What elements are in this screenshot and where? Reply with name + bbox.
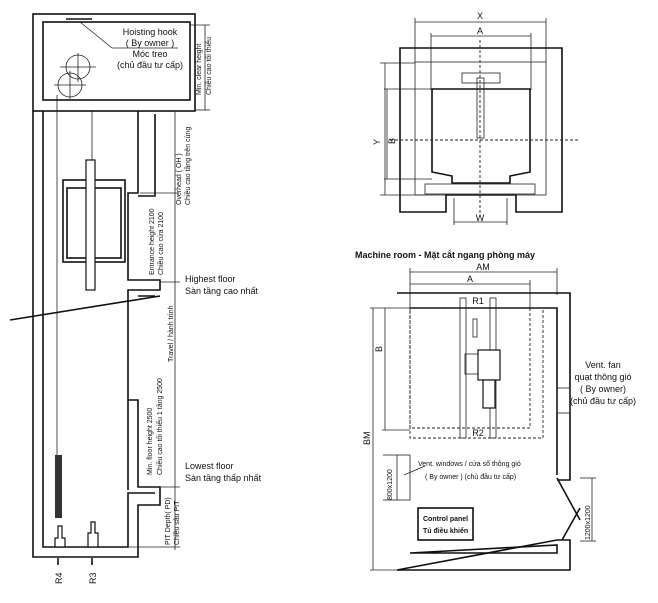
door-leaf-1 <box>556 477 581 521</box>
control-panel-box <box>417 507 474 541</box>
b-label-visible: B <box>387 138 397 144</box>
vent-window <box>396 454 411 501</box>
lowest-floor-vi: Sàn tầng thấp nhất <box>185 473 262 483</box>
x-label: X <box>477 11 483 21</box>
vent-fan-owner-vi: (chủ đầu tư cấp) <box>570 396 636 406</box>
r3-label: R3 <box>88 572 98 584</box>
elevation-section: Hoisting hook ( By owner ) Móc treo (chủ… <box>9 13 262 584</box>
vent-fan-icon <box>556 387 571 414</box>
min-floor-height-vi: Chiều cao tối thiểu 1 tầng 2500 <box>155 378 164 475</box>
car-plan <box>431 88 531 184</box>
shaft-wall <box>399 47 563 213</box>
y-label: Y <box>372 139 382 145</box>
machine-room-title: Machine room - Mặt cắt ngang phòng máy <box>355 249 535 260</box>
shaft-outer-wall <box>32 111 161 558</box>
counterweight-spring <box>55 455 62 518</box>
sheave-icon <box>54 53 96 110</box>
machine-room-outer <box>32 13 196 112</box>
overhead-label: Overhead ( OH ) <box>176 153 183 205</box>
machine-room-inner <box>42 21 191 101</box>
b-label-mr: B <box>374 346 384 352</box>
hoisting-hook-vi: Móc treo <box>132 49 167 59</box>
a-label-mr: A <box>467 274 473 284</box>
shaft-plan: X A Y B B W <box>372 11 580 225</box>
bm-label: BM <box>362 432 372 446</box>
a-label: A <box>477 26 483 36</box>
highest-floor-label: Highest floor <box>185 274 236 284</box>
vent-fan-label: Vent. fan <box>585 360 621 370</box>
machine-room-inner <box>409 307 558 554</box>
pit-depth-label: PIT Depth( PD) <box>165 497 172 545</box>
car-frame <box>85 159 96 291</box>
hoisting-hook-owner-vi: (chủ đầu tư cấp) <box>117 60 183 70</box>
floor-slab <box>127 295 155 490</box>
highest-floor-vi: Sàn tầng cao nhất <box>185 286 259 296</box>
machine-room-wall <box>396 292 571 571</box>
vent-fan-vi: quạt thông gió <box>574 372 631 382</box>
r1-label: R1 <box>472 296 484 306</box>
control-panel-label: Control panel <box>423 516 468 523</box>
lowest-floor-label: Lowest floor <box>185 461 234 471</box>
vent-windows-label: Vent. windows / cửa sổ thông gió <box>418 460 521 468</box>
entrance-height-vi: Chiều cao cửa 2100 <box>156 212 165 275</box>
machine-room-plan: Machine room - Mặt cắt ngang phòng máy A… <box>355 249 636 571</box>
break-line <box>9 295 161 321</box>
traction-machine-icon <box>464 318 501 409</box>
hoisting-hook-label: Hoisting hook <box>123 27 178 37</box>
w-label: W <box>476 213 485 223</box>
control-panel-vi: Tủ điều khiển <box>423 526 468 535</box>
door-size-label: 1200x1200 <box>585 505 592 540</box>
hook-leader <box>79 21 113 49</box>
vent-windows-owner: ( By owner ) (chủ đầu tư cấp) <box>425 472 516 481</box>
rail-bracket <box>476 77 485 139</box>
min-floor-height-label: Min. floor height 2500 <box>147 408 154 475</box>
hoisting-hook-owner: ( By owner ) <box>126 38 175 48</box>
door-leaf-2 <box>561 507 581 541</box>
min-clear-height-vi: Chiều cao tối thiểu <box>204 37 213 95</box>
overhead-vi: Chiều cao tầng trên cùng <box>183 127 192 205</box>
vent-fan-owner: ( By owner) <box>580 384 626 394</box>
buffer-r4 <box>54 525 66 548</box>
min-clear-height-label: Min. clear height <box>196 44 203 95</box>
r4-label: R4 <box>54 572 64 584</box>
entrance-height-label: Entrance height 2100 <box>149 208 156 275</box>
travel-label: Travel / hành trình <box>168 305 175 362</box>
pit-depth-vi: Chiều sâu PIT <box>172 500 181 545</box>
r2-label: R2 <box>472 428 484 438</box>
door-sill <box>424 183 536 195</box>
buffer-r3 <box>87 521 99 548</box>
window-size-label: 800x1200 <box>387 469 394 500</box>
am-label: AM <box>476 262 490 272</box>
